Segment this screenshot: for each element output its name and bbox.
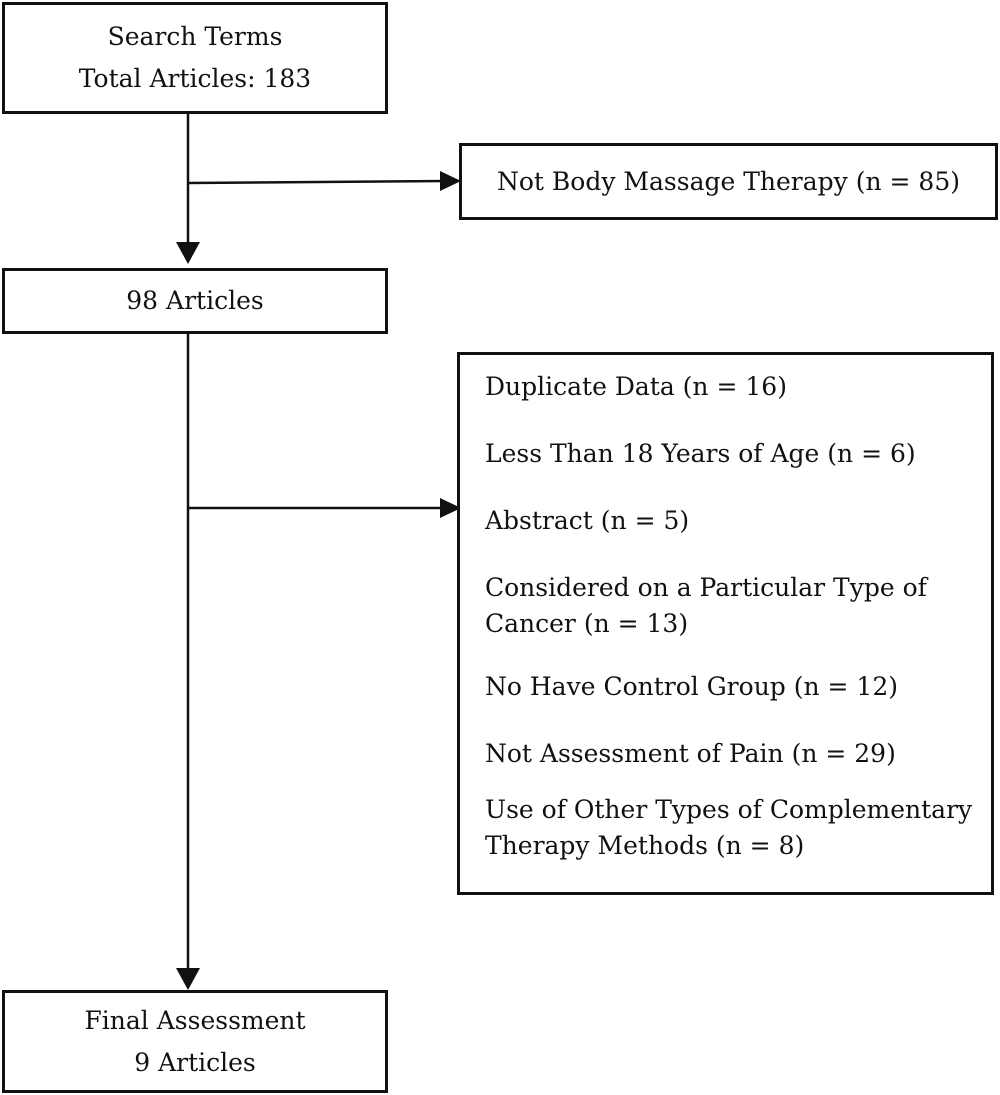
final-articles-label: 9 Articles (134, 1047, 256, 1077)
not-body-massage-label: Not Body Massage Therapy (n = 85) (497, 166, 960, 196)
arrow-to-not-massage (187, 179, 447, 185)
arrowhead-98 (176, 242, 200, 264)
search-terms-label: Search Terms (107, 22, 283, 51)
search-terms-box: Search Terms Total Articles: 183 (2, 2, 388, 114)
total-articles-label: Total Articles: 183 (78, 64, 312, 93)
exclusion-no-control-group: No Have Control Group (n = 12) (485, 672, 899, 701)
exclusion-cancer-type-line2: Cancer (n = 13) (485, 609, 689, 638)
exclusion-cancer-type-line1: Considered on a Particular Type of (485, 573, 927, 602)
arrowhead-final (176, 968, 200, 990)
arrowhead-not-massage (440, 171, 461, 191)
articles-98-label: 98 Articles (126, 286, 264, 315)
exclusion-duplicate-data: Duplicate Data (n = 16) (485, 372, 787, 401)
final-assessment-box: Final Assessment 9 Articles (2, 990, 388, 1093)
exclusion-criteria-box: Duplicate Data (n = 16) Less Than 18 Yea… (457, 352, 994, 895)
exclusion-other-therapy-line1: Use of Other Types of Complementary (485, 795, 973, 824)
exclusion-other-therapy-line2: Therapy Methods (n = 8) (485, 831, 805, 860)
exclusion-under-18: Less Than 18 Years of Age (n = 6) (485, 439, 916, 468)
final-assessment-label: Final Assessment (84, 1005, 306, 1035)
exclusion-abstract: Abstract (n = 5) (485, 506, 690, 535)
exclusion-list: Duplicate Data (n = 16) Less Than 18 Yea… (485, 369, 981, 864)
exclusion-no-pain-assessment: Not Assessment of Pain (n = 29) (485, 739, 896, 768)
not-body-massage-box: Not Body Massage Therapy (n = 85) (459, 143, 998, 220)
articles-98-box: 98 Articles (2, 268, 388, 334)
